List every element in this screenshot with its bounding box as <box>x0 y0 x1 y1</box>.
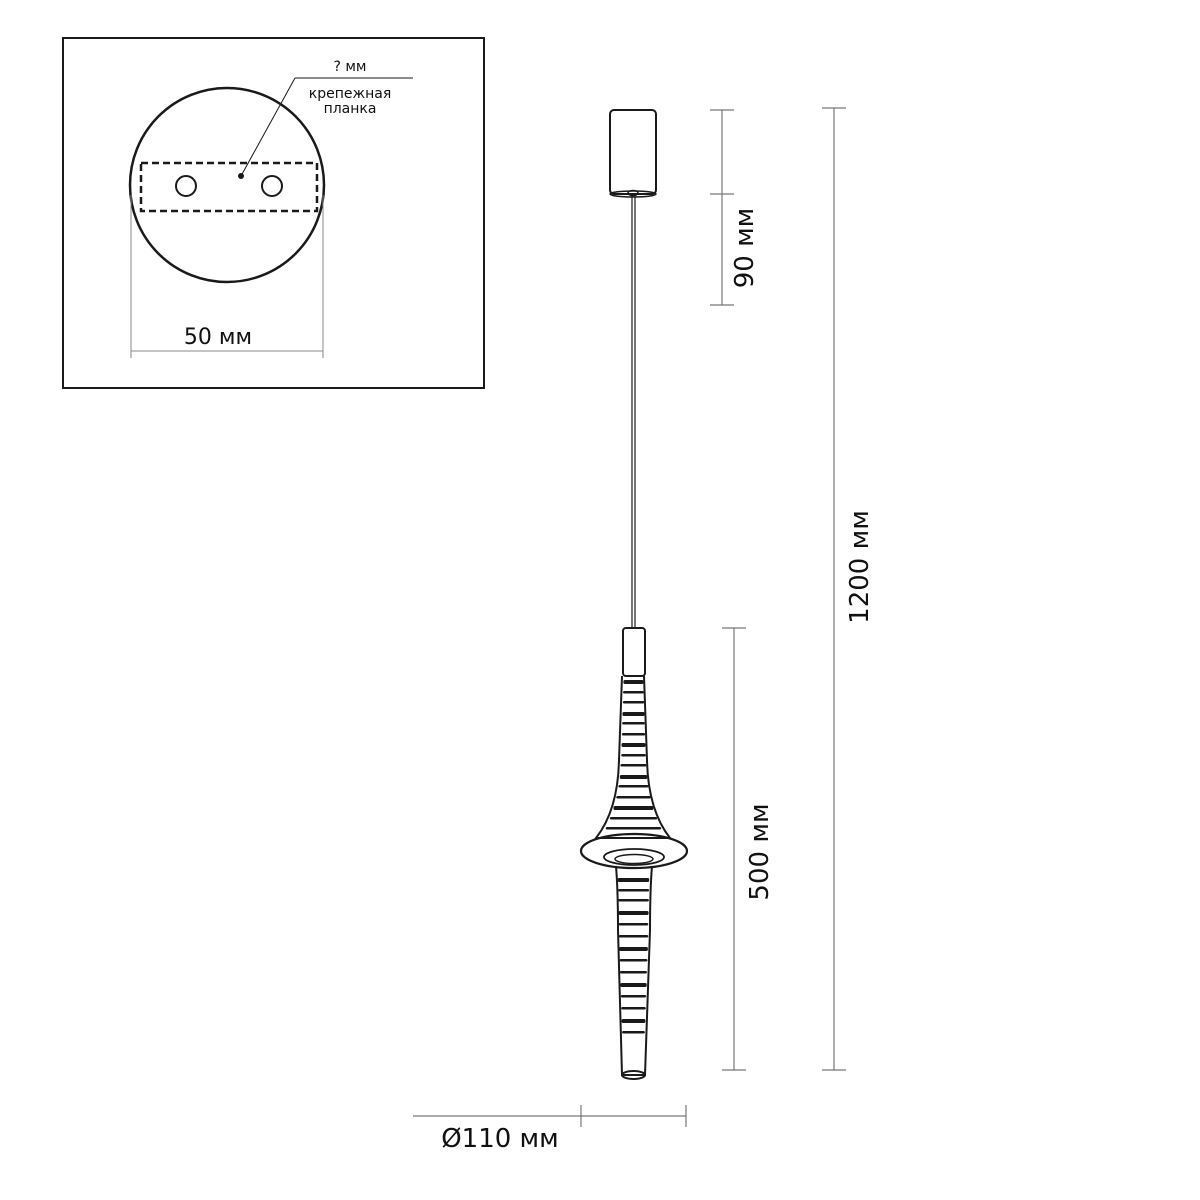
body-ring <box>617 878 650 882</box>
decorative-rings <box>605 680 662 1034</box>
body-ring <box>618 923 649 926</box>
body-ring <box>620 764 647 767</box>
body-ring <box>621 743 646 747</box>
body-ring <box>623 691 644 694</box>
dimension-lines <box>413 107 846 1127</box>
lower-taper-body <box>615 865 653 1076</box>
body-ring <box>618 785 649 788</box>
body-ring <box>622 712 645 716</box>
screw-hole-right <box>261 175 283 197</box>
bracket-dim-label: ? мм <box>333 59 366 75</box>
body-ring <box>620 983 647 987</box>
body-ring <box>623 680 644 684</box>
screw-hole-left <box>175 175 197 197</box>
shade-diameter-label: Ø110 мм <box>441 1124 559 1154</box>
bracket-label-line1: крепежная <box>309 86 392 102</box>
disc-inner-ring <box>603 848 665 866</box>
body-ring <box>620 995 647 998</box>
body-ring <box>619 971 647 974</box>
lamp-bottom <box>621 1070 646 1080</box>
body-ring <box>621 1007 646 1010</box>
mounting-plate-inset <box>62 37 485 389</box>
body-ring <box>618 935 649 938</box>
body-ring <box>622 701 645 704</box>
mounting-bracket-outline <box>139 161 319 213</box>
body-ring <box>622 722 645 725</box>
bracket-leader-line <box>240 77 296 177</box>
body-ring <box>618 911 649 915</box>
body-ring <box>605 827 662 830</box>
bracket-label-line2: планка <box>324 101 377 117</box>
total-height-label: 1200 мм <box>845 510 875 624</box>
body-ring <box>622 1031 645 1034</box>
disc-inner-core <box>614 853 654 865</box>
pendant-lamp <box>579 109 689 1080</box>
upper-taper-body <box>593 675 673 839</box>
inset-frame <box>62 37 485 389</box>
body-ring <box>618 899 649 902</box>
body-ring <box>613 806 654 810</box>
body-ring <box>621 733 646 736</box>
body-ring <box>618 889 650 892</box>
body-ring <box>621 754 646 757</box>
body-ring <box>619 947 648 951</box>
body-ring <box>619 959 648 962</box>
ceiling-canopy <box>609 109 657 195</box>
body-ring <box>619 775 648 779</box>
body-height-label: 500 мм <box>745 803 775 900</box>
body-ring <box>609 817 658 820</box>
upper-tube <box>622 627 646 677</box>
cable-clamp <box>627 189 639 197</box>
disc-shade <box>579 832 689 870</box>
body-ring <box>616 796 651 799</box>
body-ring <box>621 1019 646 1023</box>
canopy-height-label: 90 мм <box>730 208 760 289</box>
canopy-plate-circle <box>128 86 326 284</box>
plate-diameter-label: 50 мм <box>184 325 252 350</box>
